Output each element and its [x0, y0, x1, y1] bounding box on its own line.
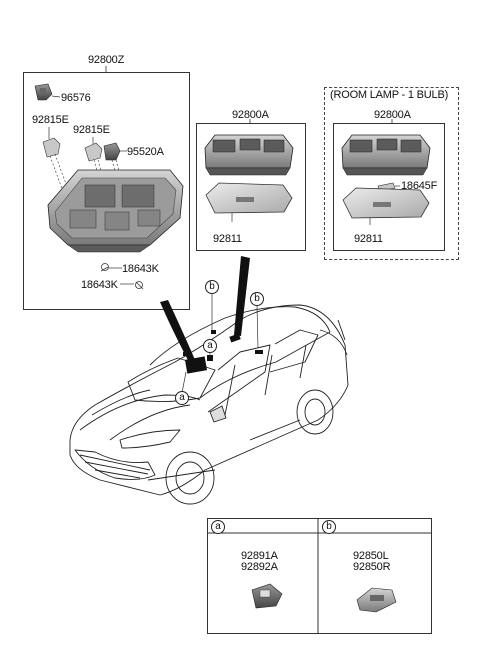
label-92815E-right: 92815E — [73, 124, 110, 136]
room-lamp-1bulb-lens — [342, 187, 430, 219]
room-lamp-1bulb-title: (ROOM LAMP - 1 BULB) — [329, 89, 450, 101]
label-18643K-2: 18643K — [81, 279, 118, 291]
legend-a-line1: 92891A — [241, 550, 278, 562]
label-92811: 92811 — [213, 233, 242, 245]
room-lamp-title: 92800A — [232, 109, 269, 121]
label-96576: 96576 — [61, 92, 91, 104]
marker-a-1: a — [203, 339, 217, 353]
assembly-title: 92800Z — [88, 54, 125, 66]
room-lamp-box — [196, 123, 306, 251]
label-18645F: 18645F — [401, 180, 438, 192]
room-lamp-1bulb-box — [333, 123, 445, 251]
room-lamp-lens — [205, 182, 293, 214]
legend-a-line2: 92892A — [241, 561, 278, 573]
label-92815E-left: 92815E — [32, 114, 69, 126]
pointer-wedge-roomlamp — [234, 256, 250, 336]
marker-b-1: b — [205, 280, 219, 294]
switch-96576-part — [34, 83, 53, 101]
room-lamp-1bulb-part-label: 92800A — [374, 109, 411, 121]
pointer-wedge-console — [160, 300, 196, 364]
clip-18643k-1 — [100, 263, 109, 272]
legend-part-a — [251, 583, 283, 609]
assembly-box — [23, 72, 190, 310]
legend-table — [207, 518, 432, 634]
legend-part-b — [356, 587, 397, 613]
legend-b-line1: 92850L — [353, 550, 389, 562]
label-95520A: 95520A — [127, 146, 164, 158]
legend-key-b: b — [322, 520, 336, 534]
overhead-console-housing — [47, 169, 184, 253]
legend-b-line2: 92850R — [353, 561, 391, 573]
car-illustration — [69, 304, 349, 505]
legend-key-a: a — [211, 520, 225, 534]
room-lamp-1bulb-housing — [341, 134, 431, 176]
label-18643K-1: 18643K — [122, 263, 159, 275]
marker-a-2: a — [175, 391, 189, 405]
clip-18643k-2 — [135, 281, 144, 290]
room-lamp-housing — [204, 134, 294, 176]
room-lamp-1bulb-frame — [324, 87, 459, 260]
label-92811-1bulb: 92811 — [354, 233, 383, 245]
marker-b-2: b — [250, 292, 264, 306]
